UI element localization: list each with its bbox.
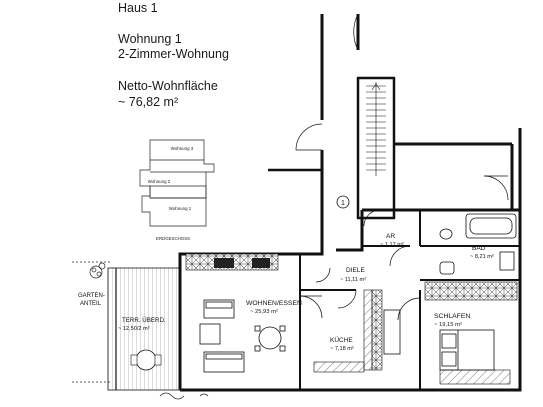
key-plan	[139, 139, 215, 227]
room-terrasse-name: TERR. ÜBERD.	[122, 317, 166, 324]
room-schlafen-name: SCHLAFEN	[434, 313, 470, 320]
room-kueche-name: KÜCHE	[330, 336, 353, 344]
terrace	[107, 267, 181, 391]
room-diele-area: ~ 11,11 m²	[340, 277, 366, 283]
garden-label-2: ANTEIL	[80, 301, 102, 307]
stairwell	[268, 13, 522, 220]
area-value: ~ 76,82 m²	[118, 95, 179, 109]
bath-fixtures	[439, 213, 517, 275]
room-wohnen-name: WOHNEN/ESSEN	[246, 300, 302, 307]
building-title: Haus 1	[118, 1, 158, 15]
unit-type: 2-Zimmer-Wohnung	[118, 47, 229, 61]
room-terrasse-area: ~ 12,50/2 m²	[118, 326, 150, 332]
entrance-marker	[336, 195, 350, 209]
room-bad-area: ~ 8,21 m²	[470, 254, 494, 260]
room-ar-name: AR	[386, 233, 395, 240]
garden-label-1: GARTEN-	[78, 293, 105, 299]
kitchen-counter	[371, 289, 383, 371]
key-plan-label-1: Wohnung 1	[169, 206, 192, 211]
room-wohnen-area: ~ 25,93 m²	[250, 309, 278, 315]
room-schlafen-area: ~ 19,15 m²	[434, 322, 462, 328]
wardrobe	[424, 281, 518, 301]
key-plan-label-3: Wohnung 3	[171, 146, 194, 151]
key-plan-label-2: Wohnung 2	[148, 179, 171, 184]
bed	[439, 329, 495, 371]
entrance-marker-label: 1	[341, 200, 345, 207]
room-bad-name: BAD	[472, 245, 486, 252]
living-furniture	[199, 299, 286, 373]
garden-plants	[72, 261, 209, 400]
room-kueche-area: ~ 7,18 m²	[330, 346, 354, 352]
unit-title: Wohnung 1	[118, 32, 182, 46]
key-plan-floor: ERDGESCHOSS	[156, 236, 190, 241]
area-label: Netto-Wohnfläche	[118, 79, 218, 93]
room-ar-area: ~ 1,17 m²	[380, 242, 404, 248]
room-diele-name: DIELE	[346, 267, 365, 274]
